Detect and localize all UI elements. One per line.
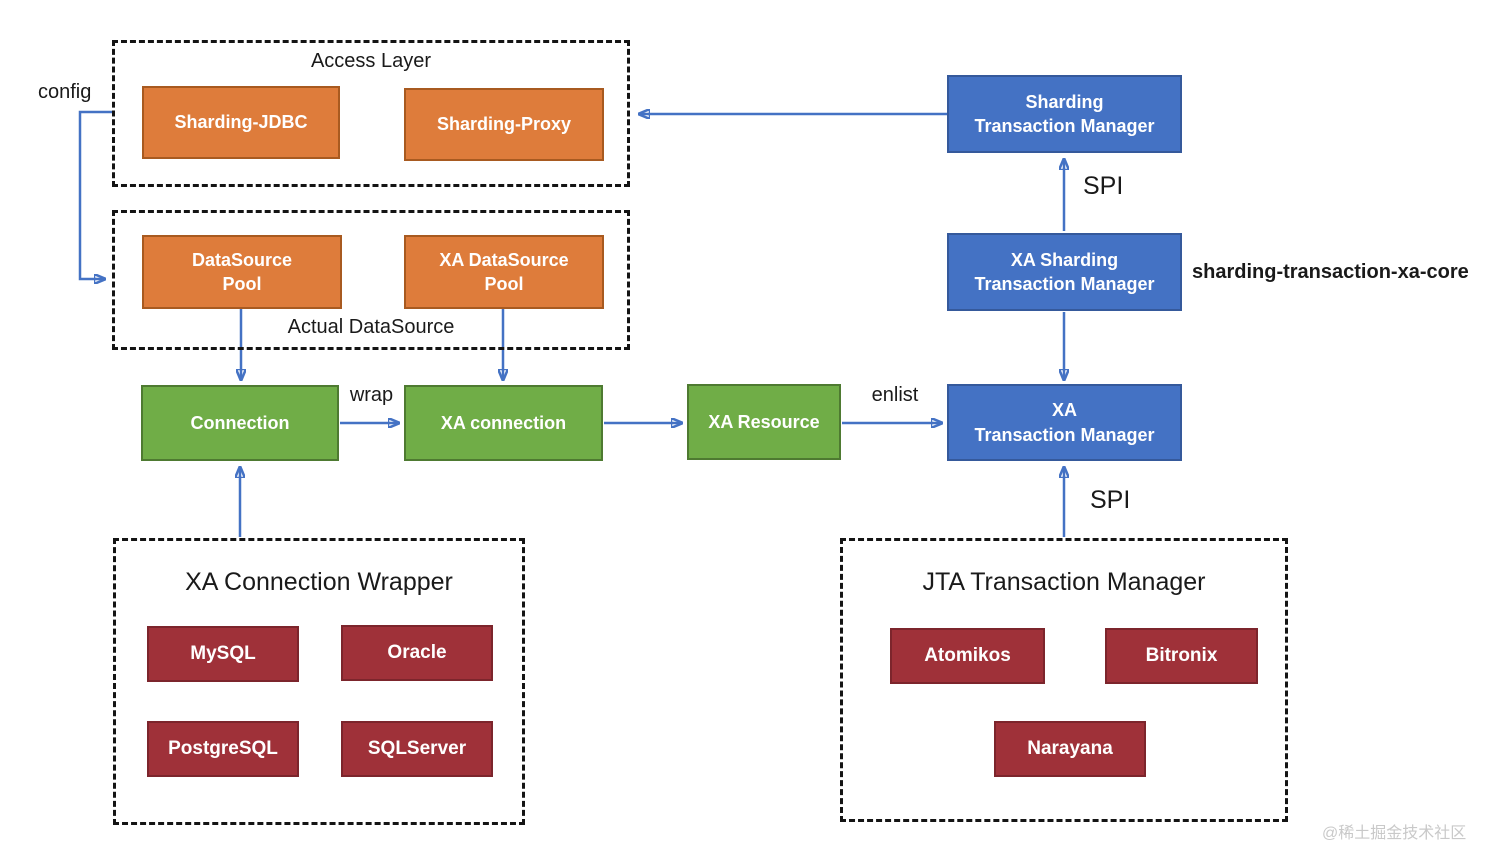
access-layer-title: Access Layer [310, 50, 432, 72]
node-sharding-transaction-manager: Sharding Transaction Manager [947, 75, 1182, 153]
xa-connection-wrapper-group: XA Connection Wrapper MySQL Oracle Postg… [113, 538, 525, 825]
watermark-text: @稀土掘金技术社区 [1322, 825, 1467, 842]
jta-transaction-manager-group: JTA Transaction Manager Atomikos Bitroni… [840, 538, 1288, 822]
node-connection: Connection [141, 385, 339, 461]
node-datasource-pool-line2: Pool [222, 274, 262, 294]
node-datasource-pool: DataSource Pool [142, 235, 342, 309]
node-atomikos: Atomikos [890, 628, 1045, 684]
node-sharding-proxy: Sharding-Proxy [404, 88, 604, 161]
node-sharding-tm-line2: Transaction Manager [974, 116, 1155, 136]
label-enlist: enlist [871, 384, 919, 406]
label-sharding-transaction-xa-core: sharding-transaction-xa-core [1192, 261, 1469, 283]
node-sqlserver: SQLServer [341, 721, 493, 777]
node-narayana: Narayana [994, 721, 1146, 777]
node-mysql: MySQL [147, 626, 299, 682]
label-spi-top: SPI [1083, 172, 1124, 200]
node-xa-tm-line1: XA [1051, 400, 1077, 421]
access-layer-group: Access Layer Sharding-JDBC Sharding-Prox… [112, 40, 630, 187]
node-atomikos-label: Atomikos [924, 645, 1011, 667]
arrow-config-elbow [78, 110, 112, 279]
node-sharding-tm-line1: Sharding [1025, 91, 1104, 112]
node-bitronix: Bitronix [1105, 628, 1258, 684]
node-postgresql: PostgreSQL [147, 721, 299, 777]
node-connection-label: Connection [190, 412, 290, 433]
node-sqlserver-label: SQLServer [367, 738, 467, 760]
node-xa-sharding-tm-line2: Transaction Manager [974, 274, 1155, 294]
label-wrap: wrap [349, 384, 394, 406]
xa-connection-wrapper-title: XA Connection Wrapper [185, 568, 453, 596]
node-xa-sharding-tm-line1: XA Sharding [1010, 249, 1119, 270]
label-config: config [38, 81, 92, 103]
actual-datasource-title: Actual DataSource [287, 316, 455, 338]
node-xa-connection: XA connection [404, 385, 603, 461]
node-xa-connection-label: XA connection [440, 412, 567, 433]
node-sharding-jdbc-label: Sharding-JDBC [174, 112, 308, 133]
node-bitronix-label: Bitronix [1145, 645, 1218, 667]
node-postgresql-label: PostgreSQL [168, 738, 278, 760]
label-spi-bottom: SPI [1090, 486, 1131, 514]
node-xa-resource: XA Resource [687, 384, 841, 460]
node-narayana-label: Narayana [1027, 738, 1113, 760]
node-oracle: Oracle [341, 625, 493, 681]
actual-datasource-group: DataSource Pool XA DataSource Pool Actua… [112, 210, 630, 350]
node-xa-datasource-pool-line1: XA DataSource [439, 249, 569, 270]
node-sharding-proxy-label: Sharding-Proxy [436, 114, 572, 135]
node-xa-transaction-manager: XA Transaction Manager [947, 384, 1182, 461]
node-xa-tm-line2: Transaction Manager [974, 424, 1155, 445]
node-xa-sharding-transaction-manager: XA Sharding Transaction Manager [947, 233, 1182, 311]
node-xa-datasource-pool: XA DataSource Pool [404, 235, 604, 309]
node-datasource-pool-line1: DataSource [191, 249, 293, 270]
node-mysql-label: MySQL [190, 643, 256, 665]
node-xa-resource-label: XA Resource [708, 411, 820, 432]
jta-transaction-manager-title: JTA Transaction Manager [922, 568, 1206, 596]
node-oracle-label: Oracle [387, 642, 447, 664]
node-xa-datasource-pool-line2: Pool [484, 274, 524, 294]
node-sharding-jdbc: Sharding-JDBC [142, 86, 340, 159]
